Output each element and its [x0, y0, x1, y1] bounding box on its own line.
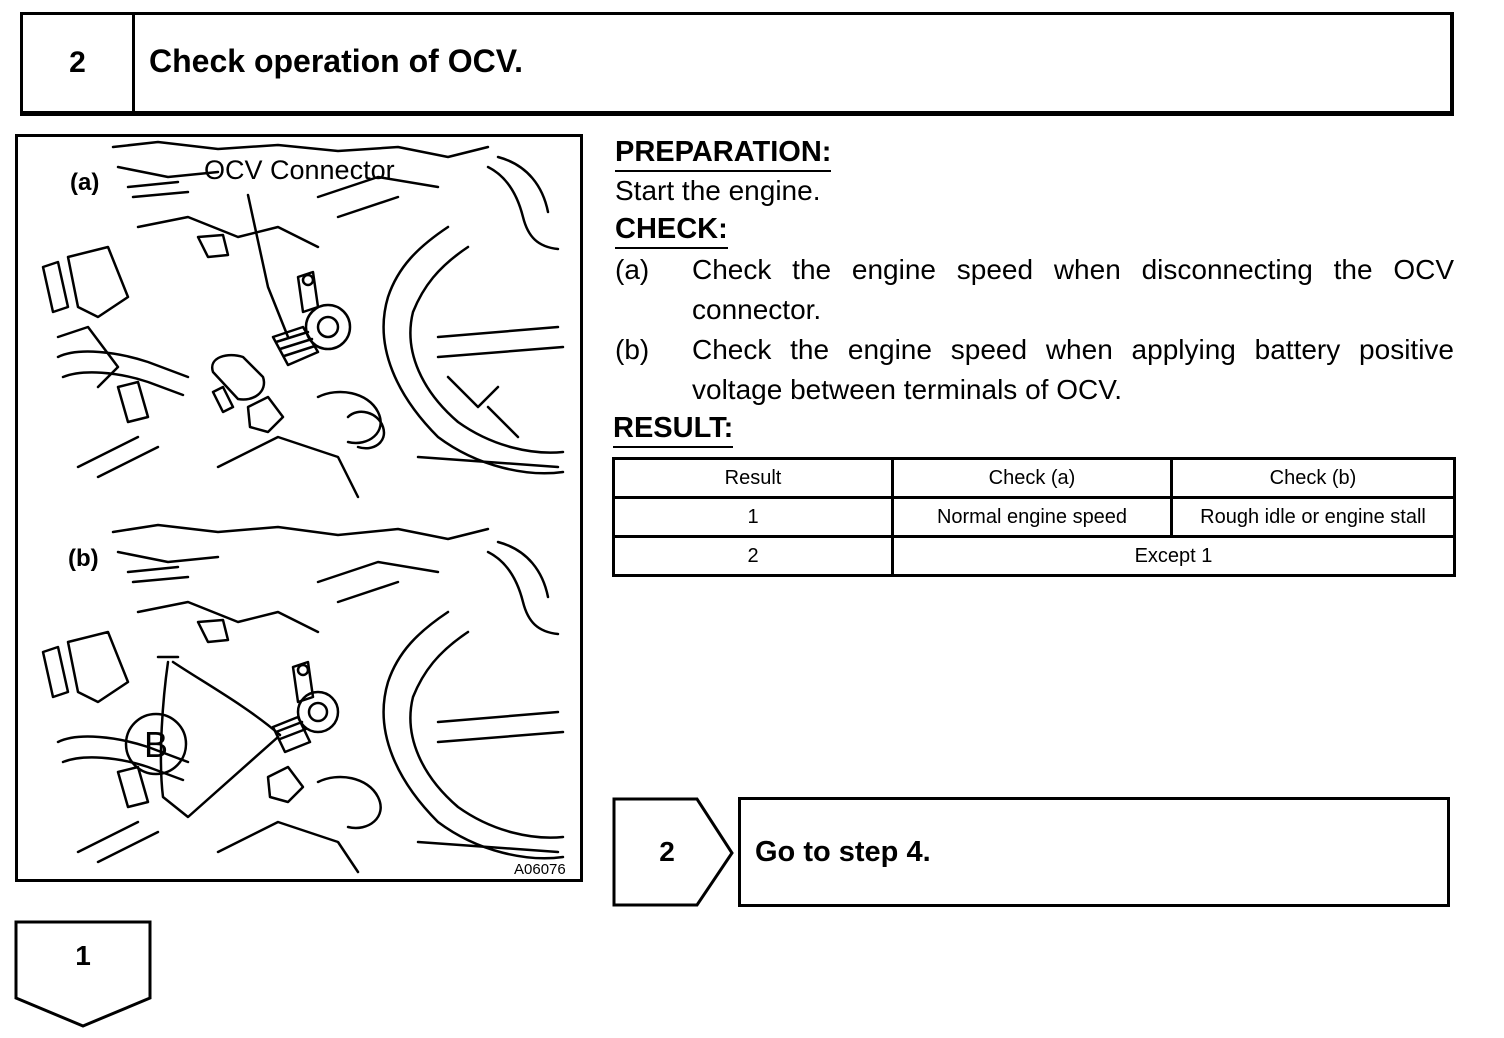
- table-cell: 2: [612, 535, 894, 577]
- figure-code: A06076: [514, 861, 566, 878]
- panel-a-drawing: [41, 140, 565, 499]
- battery-label: B: [144, 724, 169, 765]
- table-header-cell: Check (a): [891, 457, 1173, 499]
- table-cell: Normal engine speed: [891, 496, 1173, 538]
- step-header: 2 Check operation of OCV.: [20, 12, 1454, 116]
- table-header-cell: Result: [612, 457, 894, 499]
- table-cell: Rough idle or engine stall: [1170, 496, 1456, 538]
- table-row: Result Check (a) Check (b): [612, 457, 1456, 499]
- check-item-a-label: (a): [615, 254, 650, 285]
- engine-line-drawing: [41, 140, 565, 874]
- branch-number: 2: [659, 836, 675, 867]
- check-item-b-label: (b): [615, 334, 650, 365]
- branch-instruction: Go to step 4.: [738, 797, 1450, 907]
- check-item-b-text: Check the engine speed when applying bat…: [692, 334, 1454, 405]
- table-row: 1 Normal engine speed Rough idle or engi…: [612, 496, 1456, 538]
- table-row: 2 Except 1: [612, 535, 1456, 577]
- result-heading: RESULT:: [613, 410, 734, 448]
- preparation-text: Start the engine.: [615, 175, 821, 206]
- table-cell: 1: [612, 496, 894, 538]
- next-step-number: 1: [75, 940, 91, 971]
- panel-a-label: (a): [70, 169, 100, 196]
- panel-b-label: (b): [68, 545, 99, 572]
- ocv-connector-label: OCV Connector: [204, 155, 395, 185]
- step-title: Check operation of OCV.: [149, 43, 523, 79]
- result-table: Result Check (a) Check (b) 1 Normal engi…: [612, 457, 1456, 577]
- preparation-heading: PREPARATION:: [615, 134, 832, 172]
- engine-illustration: (a) OCV Connector (b) B A06076: [15, 134, 583, 882]
- check-item-a-text: Check the engine speed when disconnectin…: [692, 254, 1454, 325]
- table-header-cell: Check (b): [1170, 457, 1456, 499]
- table-cell: Except 1: [891, 535, 1456, 577]
- next-step-arrow-icon: [14, 920, 152, 1028]
- branch-arrow-icon: [612, 797, 734, 907]
- step-number: 2: [23, 15, 135, 111]
- check-heading: CHECK:: [615, 211, 728, 249]
- panel-b-drawing: [41, 523, 565, 874]
